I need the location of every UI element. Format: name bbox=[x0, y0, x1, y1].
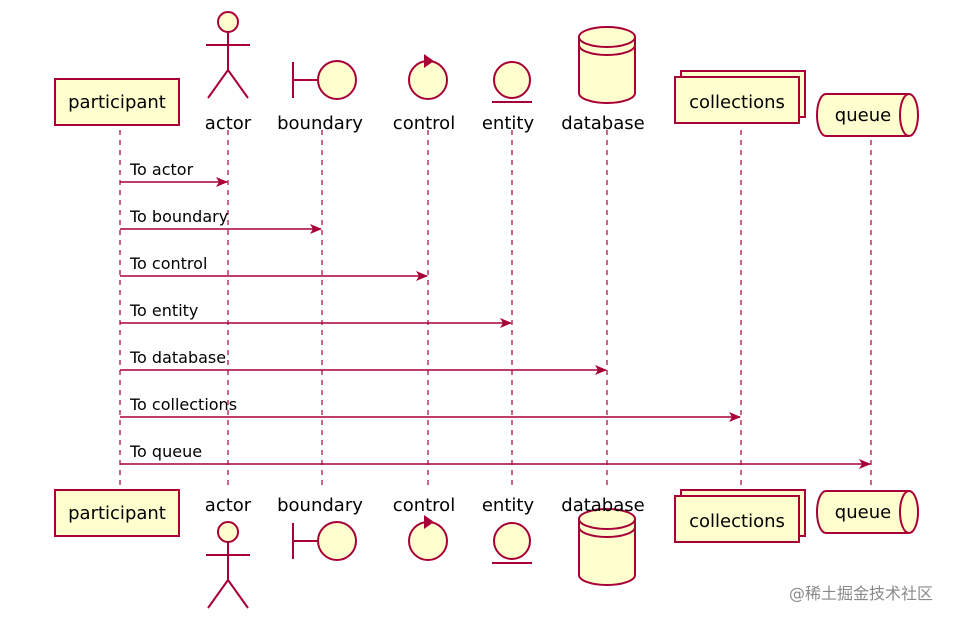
entity-icon bbox=[492, 522, 532, 564]
participant-box bbox=[54, 78, 180, 126]
message-label: To collections bbox=[129, 395, 237, 414]
entity-head-top: entity bbox=[482, 61, 535, 134]
boundary-head-top: boundary bbox=[277, 60, 363, 134]
collections-stack bbox=[674, 70, 806, 124]
actor-label: actor bbox=[205, 495, 252, 516]
message-database: To database bbox=[120, 348, 607, 375]
actor-head-top: actor bbox=[205, 11, 252, 134]
participant-label: participant bbox=[68, 503, 166, 524]
entity-label: entity bbox=[482, 495, 535, 516]
collections-label: collections bbox=[689, 92, 785, 113]
entity-label: entity bbox=[482, 113, 535, 134]
queue-cylinder bbox=[816, 490, 919, 534]
queue-label: queue bbox=[835, 105, 891, 126]
message-actor: To actor bbox=[120, 160, 228, 187]
control-head-top: control bbox=[393, 54, 455, 134]
database-cylinder-icon bbox=[578, 26, 636, 104]
stick-figure-icon bbox=[206, 11, 250, 99]
control-label: control bbox=[393, 495, 455, 516]
queue-head-top: queue bbox=[816, 93, 919, 137]
queue-label: queue bbox=[835, 502, 891, 523]
message-entity: To entity bbox=[120, 301, 512, 328]
participant-head-top: participant bbox=[54, 78, 180, 126]
message-label: To entity bbox=[129, 301, 198, 320]
message-label: To actor bbox=[129, 160, 194, 179]
collections-label: collections bbox=[689, 511, 785, 532]
participant-box bbox=[54, 489, 180, 537]
participant-label: participant bbox=[68, 92, 166, 113]
actor-head-bottom: actor bbox=[205, 495, 252, 609]
control-head-bottom: control bbox=[393, 495, 455, 561]
database-cylinder-icon bbox=[578, 508, 636, 586]
control-icon bbox=[408, 54, 448, 100]
collections-stack bbox=[674, 489, 806, 543]
message-label: To control bbox=[129, 254, 207, 273]
participant-head-bottom: participant bbox=[54, 489, 180, 537]
database-label: database bbox=[561, 495, 644, 516]
database-head-top: database bbox=[561, 26, 645, 134]
message-collections: To collections bbox=[120, 395, 741, 422]
message-boundary: To boundary bbox=[120, 207, 322, 234]
database-head-bottom: database bbox=[561, 495, 645, 586]
boundary-icon bbox=[292, 521, 357, 561]
message-label: To boundary bbox=[129, 207, 228, 226]
queue-head-bottom: queue bbox=[816, 490, 919, 534]
boundary-head-bottom: boundary bbox=[277, 495, 363, 561]
actor-label: actor bbox=[205, 113, 252, 134]
database-label: database bbox=[561, 113, 644, 134]
control-icon bbox=[408, 515, 448, 561]
collections-head-bottom: collections bbox=[674, 489, 806, 543]
control-label: control bbox=[393, 113, 455, 134]
entity-head-bottom: entity bbox=[482, 495, 535, 564]
message-queue: To queue bbox=[120, 442, 871, 469]
stick-figure-icon bbox=[206, 521, 250, 609]
message-label: To database bbox=[129, 348, 226, 367]
entity-icon bbox=[492, 61, 532, 103]
boundary-label: boundary bbox=[277, 113, 363, 134]
boundary-label: boundary bbox=[277, 495, 363, 516]
message-label: To queue bbox=[129, 442, 202, 461]
boundary-icon bbox=[292, 60, 357, 100]
collections-head-top: collections bbox=[674, 70, 806, 124]
watermark: @稀土掘金技术社区 bbox=[788, 584, 933, 603]
message-control: To control bbox=[120, 254, 428, 281]
queue-cylinder bbox=[816, 93, 919, 137]
